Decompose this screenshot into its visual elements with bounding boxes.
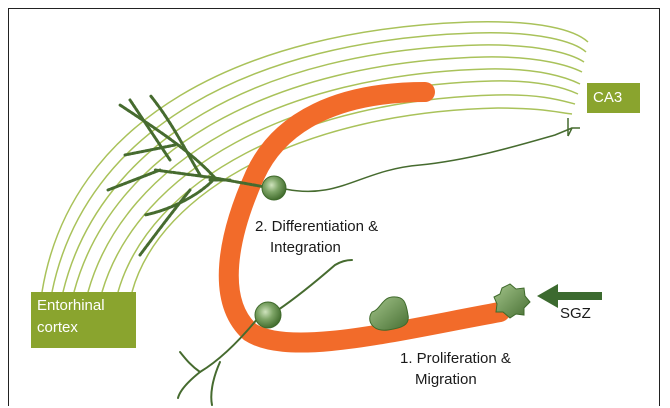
entorhinal-text-line2: cortex bbox=[37, 317, 136, 339]
entorhinal-text-line1: Entorhinal bbox=[37, 295, 136, 317]
step2-label-line2: Integration bbox=[270, 238, 341, 258]
ca3-text: CA3 bbox=[593, 89, 622, 106]
step1-label-line1: 1. Proliferation & bbox=[400, 349, 511, 369]
entorhinal-cortex-label: Entorhinal cortex bbox=[31, 292, 136, 348]
ca3-label: CA3 bbox=[587, 83, 640, 113]
step2-label-line1: 2. Differentiation & bbox=[255, 217, 378, 237]
mature-neuron-soma bbox=[262, 176, 286, 200]
fiber-8 bbox=[132, 108, 572, 292]
step1-label-line2: Migration bbox=[415, 370, 477, 390]
mossy-fiber-axon bbox=[285, 128, 572, 191]
sgz-label: SGZ bbox=[560, 305, 591, 322]
young-neuron-soma bbox=[255, 302, 281, 328]
migrating-cell bbox=[370, 297, 409, 330]
